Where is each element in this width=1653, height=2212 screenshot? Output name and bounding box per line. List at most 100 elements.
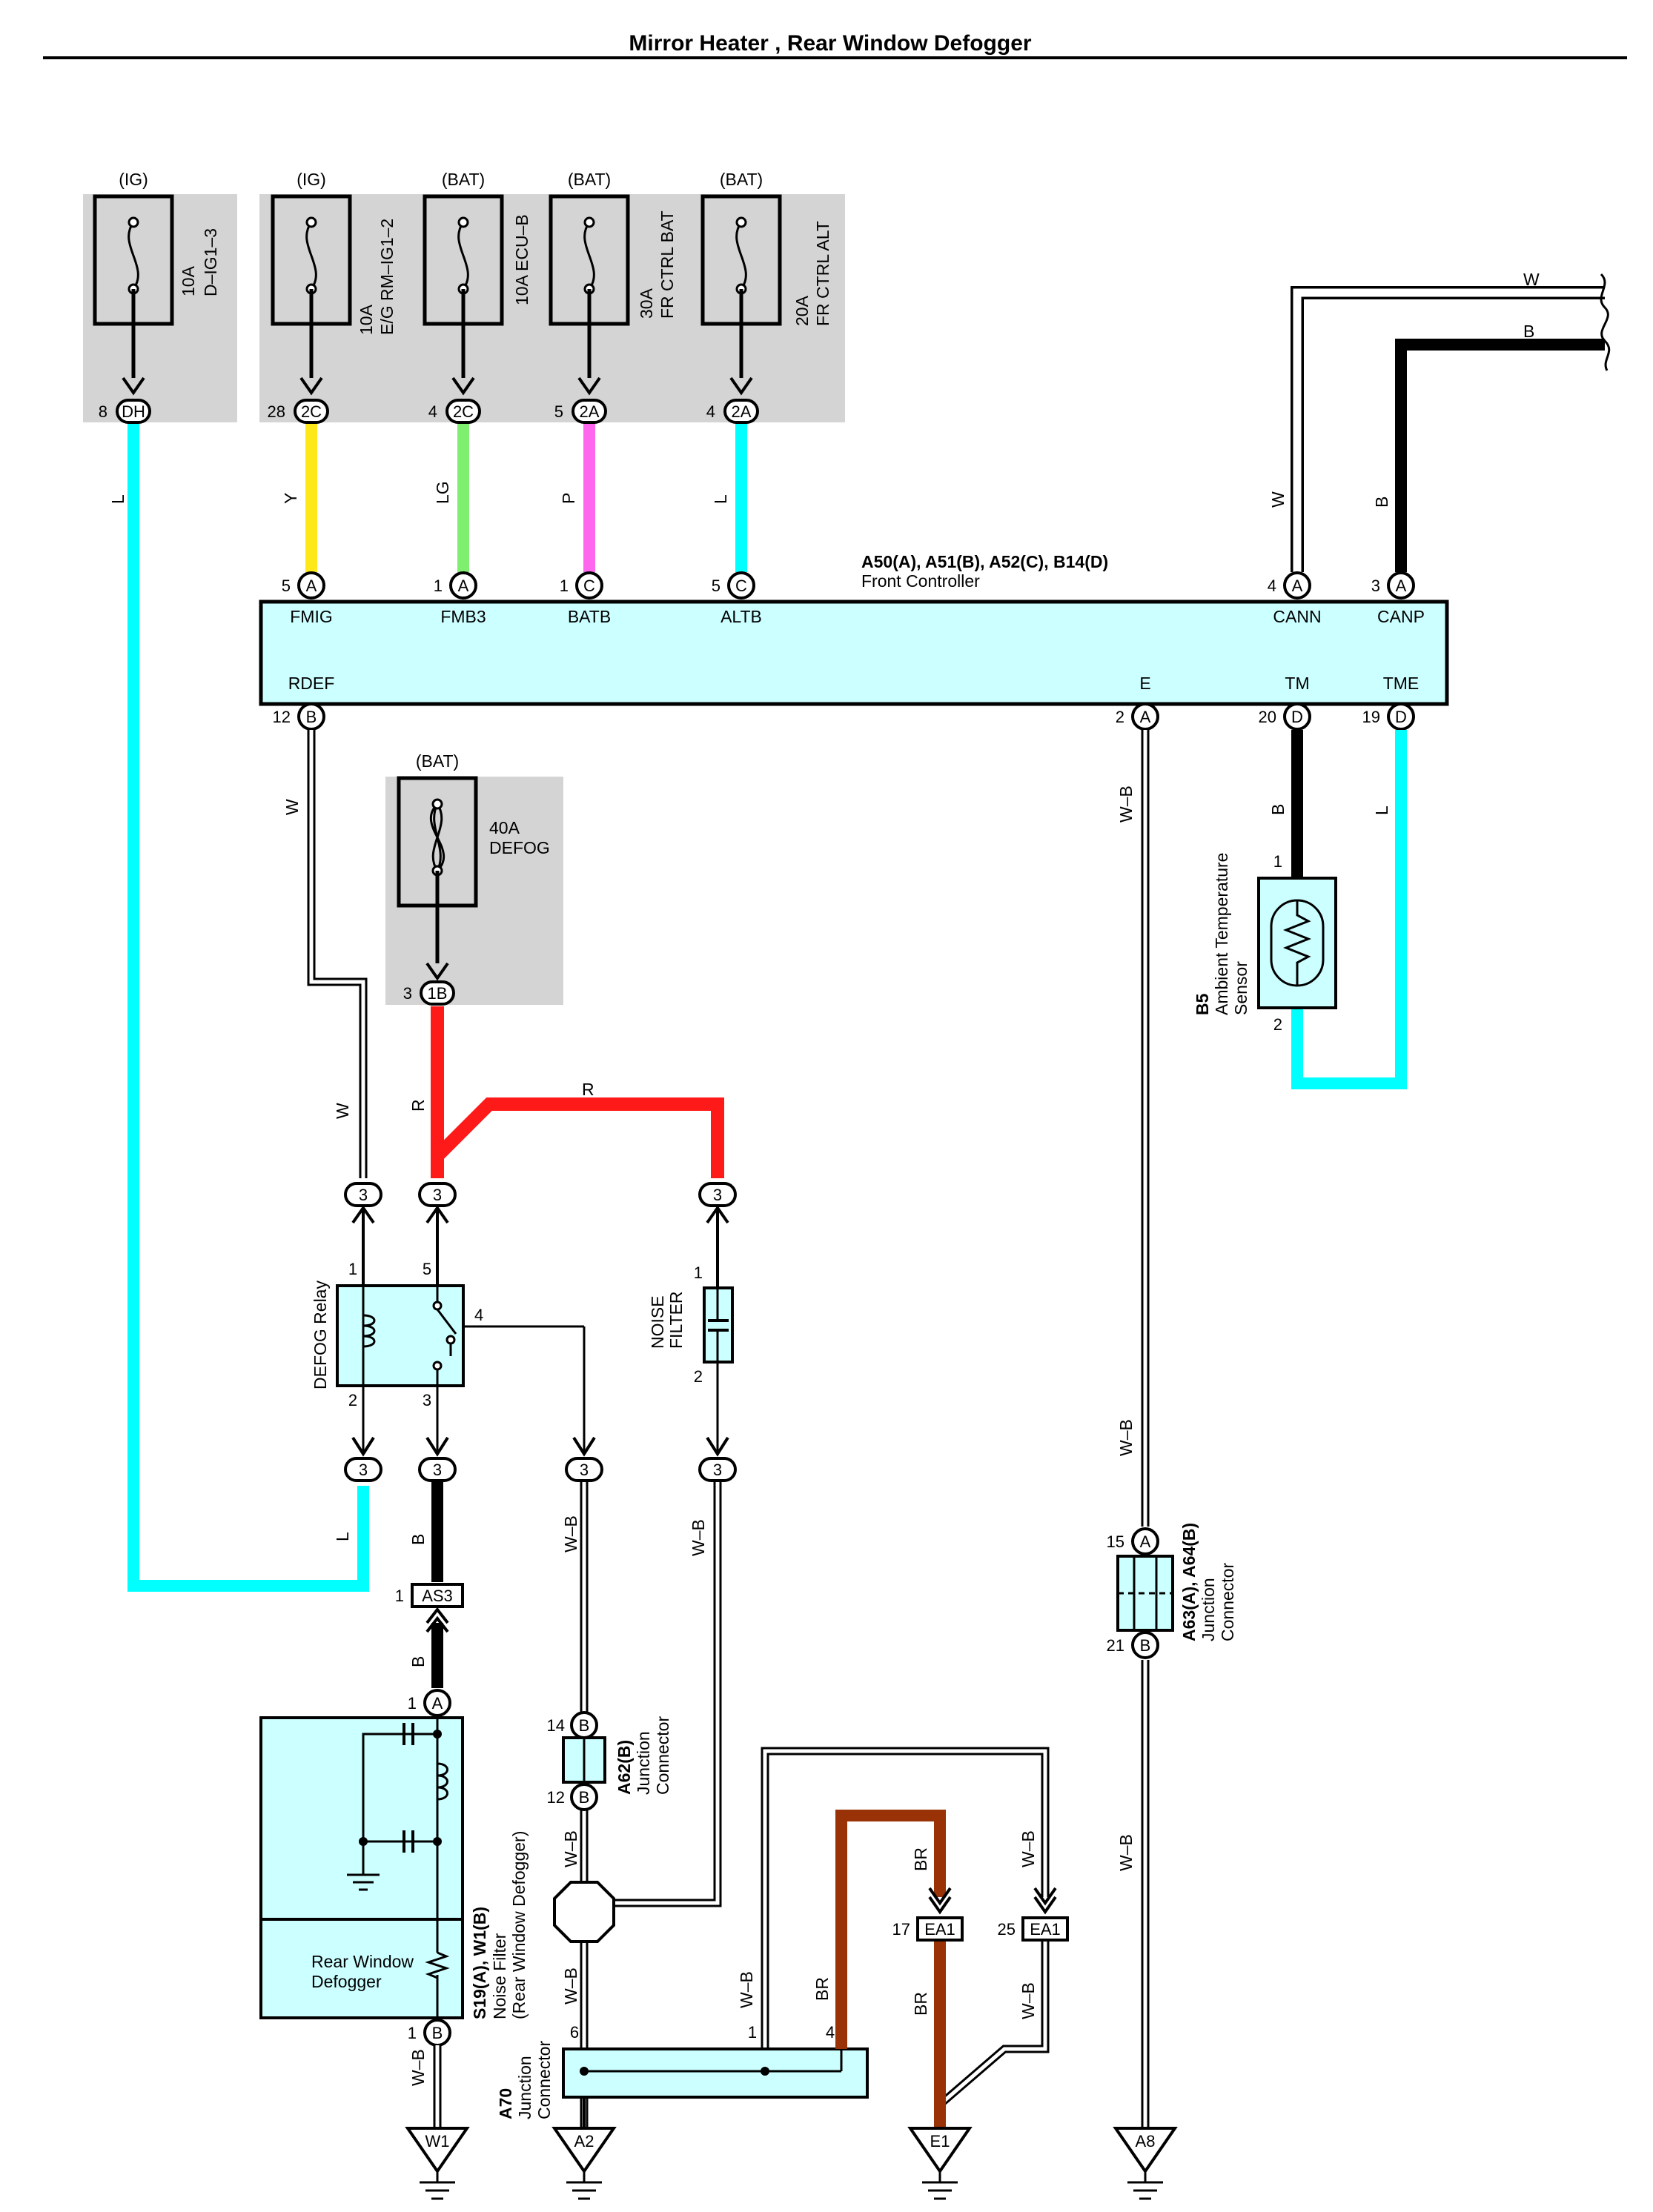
svg-text:3: 3 <box>359 1461 368 1479</box>
svg-text:LG: LG <box>433 481 452 504</box>
svg-text:A: A <box>1140 708 1151 726</box>
svg-text:Defogger: Defogger <box>311 1972 382 1991</box>
svg-text:W–B: W–B <box>689 1519 708 1556</box>
wire-r <box>431 1006 724 1178</box>
fuse-terminals <box>122 376 753 396</box>
svg-text:4: 4 <box>474 1306 483 1324</box>
svg-text:B: B <box>408 1534 428 1545</box>
svg-text:FR CTRL ALT: FR CTRL ALT <box>813 221 832 326</box>
svg-text:RDEF: RDEF <box>288 674 335 693</box>
svg-text:BR: BR <box>911 1847 930 1871</box>
svg-text:FR CTRL BAT: FR CTRL BAT <box>657 210 677 319</box>
svg-text:1: 1 <box>1273 852 1282 871</box>
fc-pin-fmb3: A 1 FMB3 <box>434 571 486 626</box>
svg-text:ALTB: ALTB <box>721 607 762 626</box>
svg-text:E1: E1 <box>930 2132 950 2150</box>
junction-connector-a70: 6 1 4 A70 Junction Connector <box>496 2023 869 2119</box>
splice-octagon <box>553 1881 615 1943</box>
svg-text:FMIG: FMIG <box>290 607 333 626</box>
svg-text:2A: 2A <box>580 402 600 421</box>
svg-text:17: 17 <box>892 1920 910 1939</box>
svg-text:10A: 10A <box>179 265 198 296</box>
svg-text:1: 1 <box>694 1263 703 1282</box>
svg-text:TM: TM <box>1285 674 1309 693</box>
svg-text:A2: A2 <box>574 2132 594 2150</box>
svg-text:W: W <box>1268 491 1288 508</box>
svg-text:C: C <box>735 577 747 595</box>
svg-text:20A: 20A <box>792 295 812 326</box>
svg-text:AS3: AS3 <box>422 1587 453 1605</box>
svg-text:1: 1 <box>408 1694 417 1713</box>
fuse-fr-ctrl-alt: (BAT) 20A FR CTRL ALT <box>700 170 832 378</box>
front-controller: A50(A), A51(B), A52(C), B14(D) Front Con… <box>259 552 1449 731</box>
svg-text:4: 4 <box>428 402 437 421</box>
svg-text:W: W <box>282 799 302 815</box>
svg-text:TME: TME <box>1383 674 1420 693</box>
svg-text:R: R <box>408 1099 428 1112</box>
svg-text:CANP: CANP <box>1377 607 1425 626</box>
svg-text:Junction: Junction <box>515 2056 534 2119</box>
svg-text:2C: 2C <box>301 402 322 421</box>
svg-text:B: B <box>1523 322 1534 341</box>
svg-text:20: 20 <box>1259 708 1276 726</box>
ambient-temperature-sensor: 1 2 B5 Ambient Temperature Sensor <box>1193 852 1337 1034</box>
svg-text:3: 3 <box>403 984 412 1003</box>
svg-text:W–B: W–B <box>561 1830 580 1867</box>
svg-text:(BAT): (BAT) <box>442 170 485 189</box>
svg-text:B: B <box>579 1716 590 1735</box>
fuse-ecu-b: (BAT) 10A ECU–B <box>423 170 531 378</box>
wire-cann <box>1291 286 1605 572</box>
svg-text:A8: A8 <box>1136 2132 1156 2150</box>
svg-text:B: B <box>579 1788 590 1807</box>
svg-text:3: 3 <box>433 1461 442 1479</box>
svg-text:5: 5 <box>554 402 563 421</box>
junction-connector-a62: B 14 B 12 A62(B) Junction Connector <box>547 1711 672 1811</box>
svg-text:Junction: Junction <box>1199 1578 1218 1641</box>
fc-pin-canp: A 3 CANP <box>1371 571 1425 626</box>
svg-text:A: A <box>1396 577 1407 595</box>
svg-text:B: B <box>432 2024 443 2042</box>
svg-text:(BAT): (BAT) <box>720 170 763 189</box>
svg-text:4: 4 <box>706 402 715 421</box>
svg-text:19: 19 <box>1362 708 1380 726</box>
svg-text:W–B: W–B <box>408 2049 428 2086</box>
svg-text:BR: BR <box>812 1977 832 2001</box>
svg-text:DEFOG Relay: DEFOG Relay <box>311 1281 330 1389</box>
svg-text:3: 3 <box>580 1461 589 1479</box>
fuse-defog: (BAT) 40A DEFOG 1B 3 <box>397 751 550 1006</box>
svg-text:Sensor: Sensor <box>1231 961 1250 1015</box>
svg-text:B: B <box>306 708 317 726</box>
top-connector-dh: DH 8 <box>99 399 151 424</box>
fuse-area-left <box>83 194 237 422</box>
svg-text:W–B: W–B <box>1116 786 1136 823</box>
svg-text:2: 2 <box>694 1367 703 1386</box>
svg-text:DEFOG: DEFOG <box>489 838 550 857</box>
svg-text:1: 1 <box>434 577 443 595</box>
svg-text:14: 14 <box>547 1716 565 1735</box>
svg-text:12: 12 <box>273 708 291 726</box>
svg-text:W–B: W–B <box>561 1967 580 2005</box>
svg-text:Connector: Connector <box>1218 1563 1237 1641</box>
fuse-fr-ctrl-bat: (BAT) 30A FR CTRL BAT <box>549 170 677 378</box>
svg-text:1: 1 <box>395 1587 404 1605</box>
svg-text:L: L <box>1372 806 1391 815</box>
svg-text:28: 28 <box>268 402 285 421</box>
svg-text:FMB3: FMB3 <box>440 607 486 626</box>
fc-pin-tm: TM D 20 <box>1259 674 1311 731</box>
svg-text:3: 3 <box>713 1461 722 1479</box>
svg-text:W: W <box>1523 270 1540 289</box>
svg-text:B: B <box>1372 496 1391 508</box>
svg-text:8: 8 <box>99 402 107 421</box>
svg-text:Front Controller: Front Controller <box>861 571 980 591</box>
defog-relay: DEFOG Relay 1 2 5 3 4 <box>311 1260 584 1409</box>
noise-filter: NOISE FILTER 1 2 <box>648 1263 734 1386</box>
wire-canp <box>1395 339 1605 572</box>
svg-text:21: 21 <box>1107 1636 1124 1655</box>
top-connector-2a-4: 2A 4 <box>706 399 759 424</box>
svg-text:A50(A), A51(B), A52(C), B14(D): A50(A), A51(B), A52(C), B14(D) <box>861 552 1108 571</box>
svg-text:Connector: Connector <box>534 2041 554 2119</box>
svg-text:A: A <box>1292 577 1303 595</box>
svg-text:FILTER: FILTER <box>666 1291 686 1349</box>
svg-text:Noise Filter: Noise Filter <box>490 1933 509 2019</box>
